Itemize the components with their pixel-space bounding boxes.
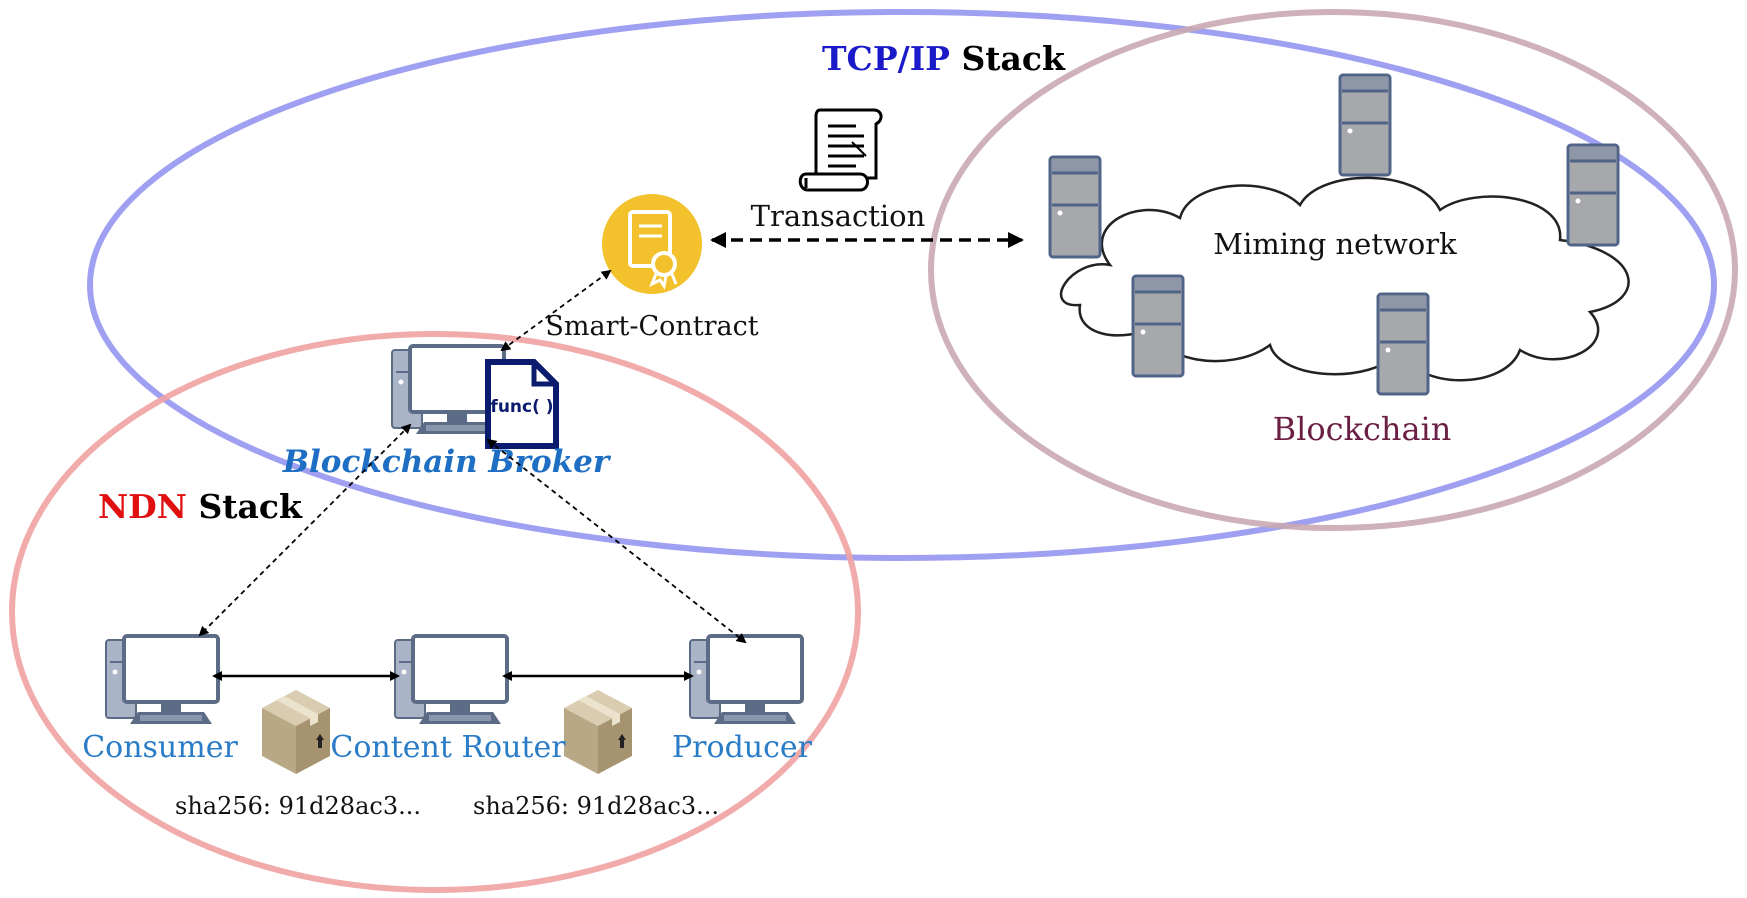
ndn-stack-ring (9, 331, 861, 893)
package-box-icon (262, 690, 330, 774)
func-document-icon: func( ) (485, 359, 559, 449)
document-scroll-icon (798, 108, 883, 192)
svg-text:func( ): func( ) (490, 397, 553, 417)
producer-computer-icon (688, 634, 804, 726)
broker-producer-arrow (486, 438, 747, 644)
server-icon (1048, 155, 1102, 259)
mining-network-cloud (1059, 176, 1630, 382)
hash-label-consumer-router: sha256: 91d28ac3... (175, 792, 421, 820)
content-router-label: Content Router (330, 730, 566, 765)
router-computer-icon (393, 634, 509, 726)
mining-network-label: Miming network (1213, 227, 1457, 261)
ndn-stack-title: NDN Stack (98, 487, 303, 526)
consumer-computer-icon (104, 634, 220, 726)
server-icon (1376, 292, 1430, 396)
broker-consumer-arrow (198, 423, 412, 637)
producer-label: Producer (672, 730, 813, 765)
certificate-badge-icon (602, 194, 702, 294)
server-icon (1566, 143, 1620, 247)
blockchain-label: Blockchain (1273, 410, 1452, 448)
blockchain-broker-label: Blockchain Broker (282, 444, 612, 480)
tcpip-stack-title: TCP/IP Stack (822, 39, 1066, 78)
consumer-label: Consumer (82, 730, 238, 765)
server-icon (1338, 73, 1392, 177)
smart-contract-label: Smart-Contract (545, 311, 758, 342)
hash-label-router-producer: sha256: 91d28ac3... (473, 792, 719, 820)
blockchain-ring (928, 9, 1738, 531)
broker-contract-arrow (500, 269, 612, 352)
package-box-icon (564, 690, 632, 774)
transaction-label: Transaction (751, 199, 926, 233)
server-icon (1131, 274, 1185, 378)
tcpip-stack-ring (87, 9, 1717, 561)
